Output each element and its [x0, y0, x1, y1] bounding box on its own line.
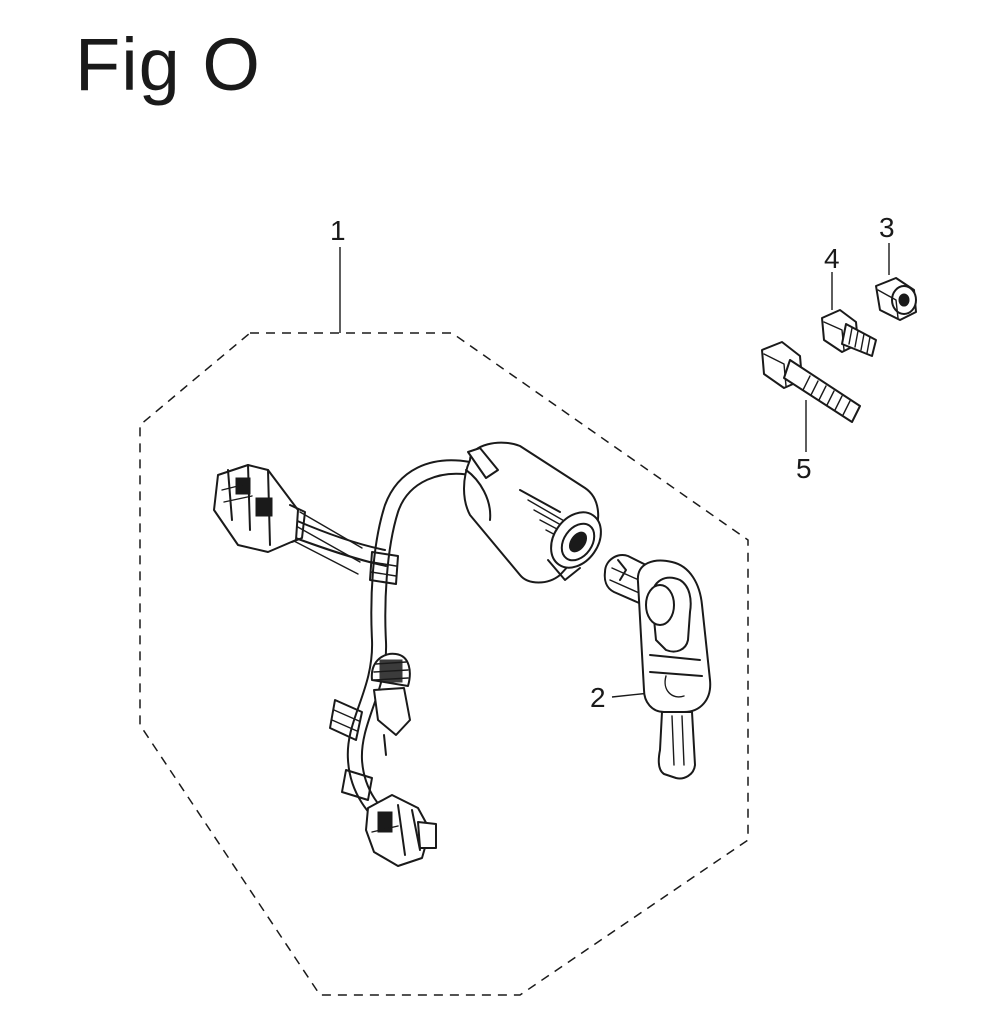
switch-body — [463, 441, 602, 584]
long-bolt-part — [761, 341, 861, 423]
switch-harness-part — [213, 441, 602, 867]
harness-indicator-bulb — [370, 652, 411, 756]
figure-title: Fig O — [75, 23, 261, 106]
callout-3: 3 — [879, 212, 895, 243]
assembly-boundary — [139, 332, 749, 996]
callout-5: 5 — [796, 453, 812, 484]
nut-part — [875, 277, 917, 321]
short-bolt-part — [821, 309, 877, 357]
callout-1: 1 — [330, 215, 346, 246]
callout-2: 2 — [590, 682, 606, 713]
ignition-key-part — [603, 554, 712, 780]
harness-connector-bottom — [365, 794, 437, 867]
callout-4: 4 — [824, 243, 840, 274]
harness-connector-left — [213, 464, 306, 553]
